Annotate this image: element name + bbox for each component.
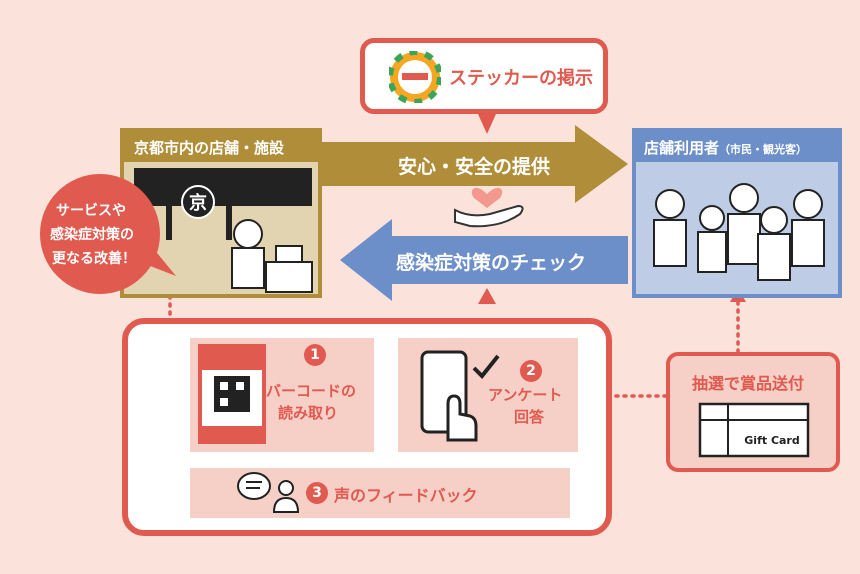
- shop-title: 京都市内の店舗・施設: [134, 139, 285, 157]
- customers-panel: 店舗利用者（市民・観光客）: [632, 128, 842, 298]
- improvement-line1: サービスや: [56, 203, 126, 219]
- customers-title-bar: [636, 132, 838, 162]
- gift-card-label: Gift Card: [744, 434, 799, 447]
- barcode-card-icon: [198, 344, 266, 444]
- shop-title-bar: [124, 132, 318, 162]
- customers-title: 店舗利用者（市民・観光客）: [644, 139, 808, 157]
- heart-hand-icon: [454, 187, 524, 228]
- sticker-callout: ステッカーの掲示: [360, 38, 608, 114]
- step3-label: 声のフィードバック: [334, 486, 478, 505]
- arrow-to-customers: [322, 125, 628, 203]
- sticker-pointer: [478, 114, 496, 134]
- sticker-label: ステッカーの掲示: [449, 68, 593, 89]
- feedback-chat-person-icon: [237, 472, 300, 513]
- sdgs-sticker-icon: [389, 51, 441, 103]
- noren-char: 京: [189, 192, 207, 214]
- improvement-line2: 感染症対策の: [50, 227, 134, 243]
- shop-illustration: 京: [134, 168, 313, 293]
- step1-line2: 読み取り: [278, 404, 339, 422]
- arrow-to-shop: [340, 219, 628, 301]
- step1-line1: バーコードの: [266, 382, 357, 400]
- step2-number: 2: [520, 360, 542, 382]
- improvement-line3: 更なる改善！: [52, 251, 136, 267]
- step3-number: 3: [306, 482, 328, 504]
- customers-illustration: [653, 183, 825, 281]
- flow-label-to-customers: 安心・安全の提供: [398, 156, 551, 178]
- gift-box: 抽選で賞品送付 Gift Card: [666, 352, 840, 472]
- step1-number: 1: [304, 344, 326, 366]
- gift-card-icon: Gift Card: [698, 402, 810, 458]
- improvement-bubble: [40, 174, 176, 294]
- step2-line2: 回答: [514, 408, 545, 426]
- smartphone-tap-icon: [420, 350, 500, 442]
- customers-subtitle: （市民・観光客）: [719, 143, 808, 156]
- process-pointer: [478, 288, 496, 304]
- flow-label-to-shop: 感染症対策のチェック: [396, 252, 587, 274]
- gift-title: 抽選で賞品送付: [692, 374, 805, 393]
- step2-line1: アンケート: [488, 386, 563, 404]
